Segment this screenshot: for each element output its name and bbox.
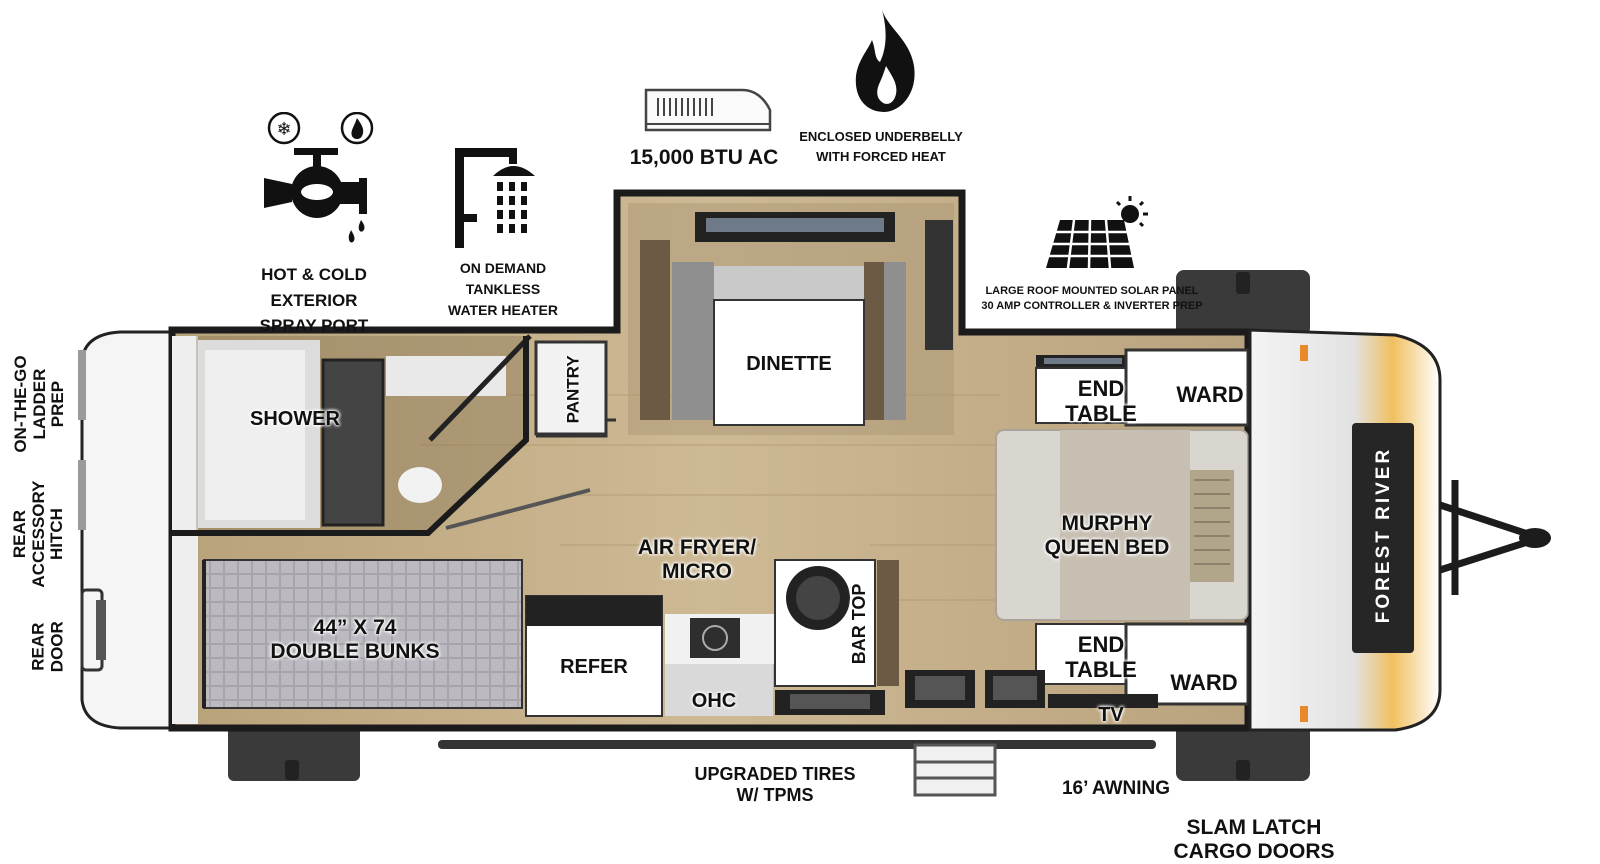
ladder-prep-label: ON-THE-GO LADDER PREP (10, 355, 68, 453)
ward-top-label: WARD (1176, 382, 1244, 407)
awning-label: 16’ AWNING (1061, 778, 1171, 799)
shower-label: SHOWER (250, 408, 340, 430)
brand-logo-text: FOREST RIVER (1373, 446, 1394, 624)
refer-label: REFER (560, 656, 628, 678)
front-top-tire (1176, 270, 1310, 336)
ac-label: 15,000 BTU AC (629, 146, 779, 169)
cargo-doors-label: SLAM LATCH CARGO DOORS (1173, 816, 1335, 864)
ward-bottom-label: WARD (1170, 670, 1238, 695)
air-conditioner-icon (644, 88, 772, 132)
entry-steps (913, 743, 997, 797)
water-heater-label: ON DEMAND TANKLESS WATER HEATER (448, 260, 558, 318)
spray-port-icon: ❄ (264, 112, 374, 243)
solar-panel-icon (1046, 196, 1148, 269)
pantry-label: PANTRY (563, 355, 583, 424)
air-fryer-label: AIR FRYER/ MICRO (637, 536, 757, 584)
solar-label: LARGE ROOF MOUNTED SOLAR PANEL 30 AMP CO… (981, 285, 1203, 313)
tires-label: UPGRADED TIRES W/ TPMS (694, 764, 856, 805)
end-table-bottom-label: END TABLE (1065, 632, 1137, 683)
rear-door-label: REAR DOOR (28, 621, 66, 673)
spray-port-label: HOT & COLD EXTERIOR SPRAY PORT (259, 265, 369, 335)
underbelly-label: ENCLOSED UNDERBELLY WITH FORCED HEAT (799, 129, 963, 165)
svg-text:❄: ❄ (276, 119, 291, 140)
murphy-bed-label: MURPHY QUEEN BED (1044, 512, 1170, 560)
flame-icon (855, 10, 915, 112)
ohc-label: OHC (691, 690, 737, 712)
accessory-hitch-label: REAR ACCESSORY HITCH (9, 480, 67, 588)
tankless-water-heater-icon (455, 148, 535, 248)
bar-top-label: BAR TOP (849, 583, 870, 665)
bunks-label: 44” X 74 DOUBLE BUNKS (270, 616, 440, 664)
dinette-label: DINETTE (746, 353, 832, 375)
end-table-top-label: END TABLE (1065, 376, 1137, 427)
tv-label: TV (1098, 704, 1124, 726)
